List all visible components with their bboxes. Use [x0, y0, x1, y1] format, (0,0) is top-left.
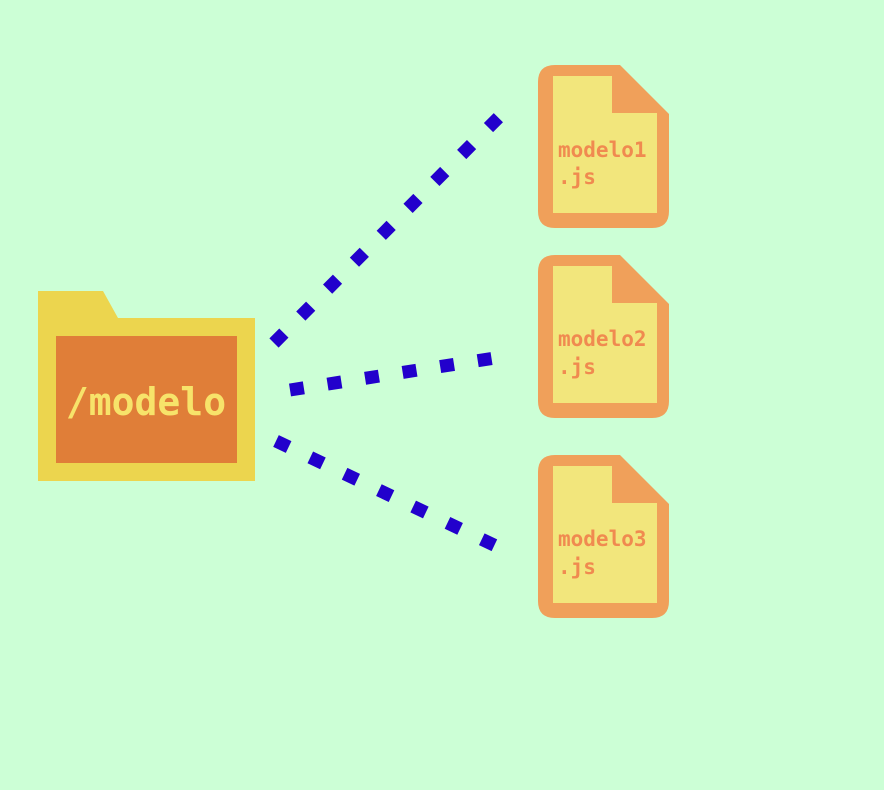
file-1-name: modelo1 [558, 138, 647, 162]
connector-line-2 [288, 351, 497, 397]
file-icon-2[interactable]: modelo2 .js [538, 255, 669, 418]
file-3-extension: .js [558, 555, 596, 579]
folder-inner-panel [56, 336, 237, 463]
file-2-label: modelo2 .js [558, 327, 659, 379]
connector-line-1 [269, 108, 508, 348]
file-2-extension: .js [558, 355, 596, 379]
connector-line-3 [273, 435, 499, 552]
file-3-page [553, 466, 657, 603]
folder-icon[interactable]: /modelo [38, 291, 255, 481]
file-2-name: modelo2 [558, 327, 647, 351]
file-1-page [553, 76, 657, 213]
file-3-label: modelo3 .js [558, 527, 659, 579]
file-1-label: modelo1 .js [558, 138, 659, 189]
file-icon-3[interactable]: modelo3 .js [538, 455, 669, 618]
file-1-extension: .js [558, 165, 596, 189]
file-3-name: modelo3 [558, 527, 647, 551]
file-icon-1[interactable]: modelo1 .js [538, 65, 669, 228]
file-2-page [553, 266, 657, 403]
folder-label: /modelo [66, 380, 226, 424]
